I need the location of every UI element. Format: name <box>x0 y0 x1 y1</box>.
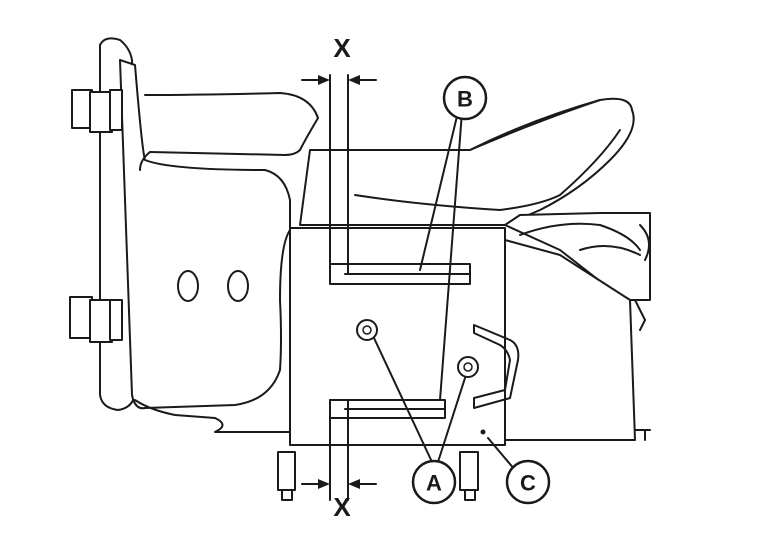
callout-c-label: C <box>520 471 536 496</box>
callout-b-label: B <box>457 87 473 112</box>
point-c-marker <box>480 429 486 435</box>
connector-pins <box>69 89 479 501</box>
bracket-housing <box>99 37 319 433</box>
dimension-x: X X <box>301 33 377 522</box>
background-frame <box>299 97 651 441</box>
leader-lines <box>373 111 516 471</box>
bracket-hole-right <box>227 270 249 302</box>
dimension-label-bottom: X <box>333 492 351 522</box>
bolt-a-left <box>356 319 378 341</box>
callout-b: B <box>442 75 488 121</box>
retaining-clip <box>473 324 520 409</box>
bracket-hole-left <box>177 270 199 302</box>
bolt-a-right <box>457 356 479 378</box>
slots-b <box>329 263 471 419</box>
callout-a-label: A <box>426 471 442 496</box>
callout-c: C <box>505 459 551 505</box>
callout-a: A <box>411 459 457 505</box>
dimension-label-top: X <box>333 33 351 63</box>
